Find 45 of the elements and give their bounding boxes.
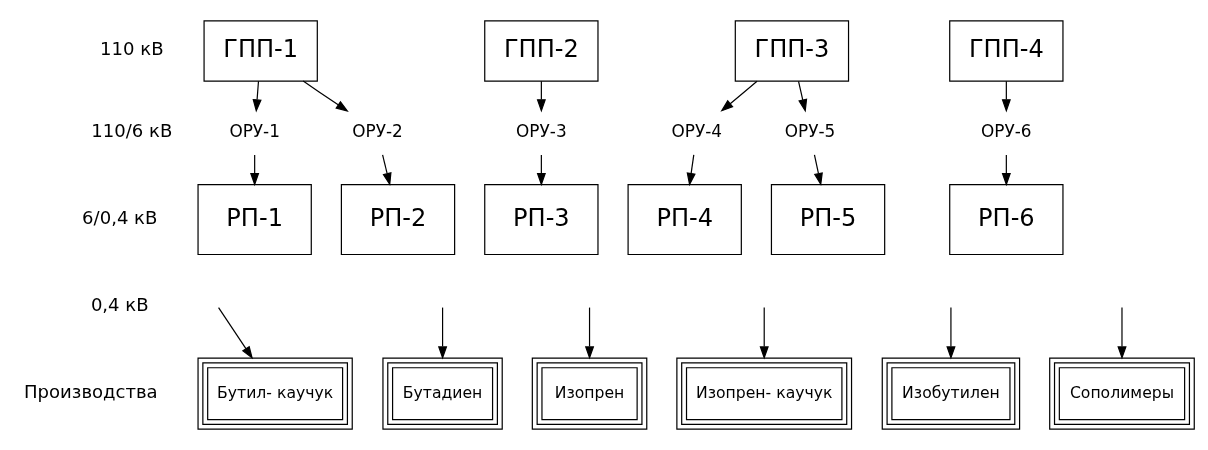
node-box: ГПП-3: [734, 20, 850, 82]
node-box: Бутадиен: [382, 357, 503, 430]
arrow: [536, 80, 546, 113]
node-box: РП-3: [484, 184, 599, 256]
arrow: [759, 306, 769, 360]
arrow: [252, 80, 262, 113]
node-text: ОРУ-6: [981, 121, 1032, 142]
node-box: РП-2: [340, 184, 456, 256]
arrow: [250, 154, 260, 187]
node-box: ГПП-2: [484, 20, 599, 82]
node-box: РП-1: [197, 184, 312, 256]
label: 0,4 кВ: [90, 293, 149, 315]
arrow: [1001, 154, 1011, 187]
node-box: Изопрен: [531, 357, 648, 430]
arrow: [686, 154, 696, 187]
node-text: ОРУ-3: [516, 121, 567, 142]
node-text: ОРУ-5: [784, 121, 836, 142]
label: 6/0,4 кВ: [82, 206, 158, 228]
arrow: [382, 154, 392, 187]
arrow: [797, 80, 808, 113]
arrow: [720, 80, 758, 112]
node-box: ГПП-1: [203, 20, 318, 82]
arrow: [302, 80, 349, 113]
label: Производства: [23, 380, 158, 402]
node-box: Сополимеры: [1049, 357, 1195, 430]
node-box: ГПП-4: [949, 20, 1064, 82]
arrow: [437, 306, 448, 360]
arrow: [217, 306, 254, 360]
arrow: [813, 154, 823, 187]
arrow: [536, 154, 546, 187]
label: 110/6 кВ: [91, 120, 173, 142]
arrow: [1001, 80, 1011, 113]
label: 110 кВ: [100, 38, 164, 60]
node-box: Изобутилен: [881, 357, 1021, 430]
node-box: Изопрен- каучук: [676, 357, 853, 430]
node-text: ОРУ-1: [229, 121, 280, 142]
node-box: Бутил- каучук: [197, 357, 353, 430]
node-text: ОРУ-4: [671, 121, 723, 142]
node-text: ОРУ-2: [352, 121, 403, 142]
node-box: РП-4: [627, 184, 742, 256]
node-box: РП-6: [949, 184, 1064, 256]
arrow: [1117, 306, 1127, 360]
arrow: [946, 306, 956, 360]
arrow: [584, 306, 595, 360]
node-box: РП-5: [770, 184, 886, 256]
